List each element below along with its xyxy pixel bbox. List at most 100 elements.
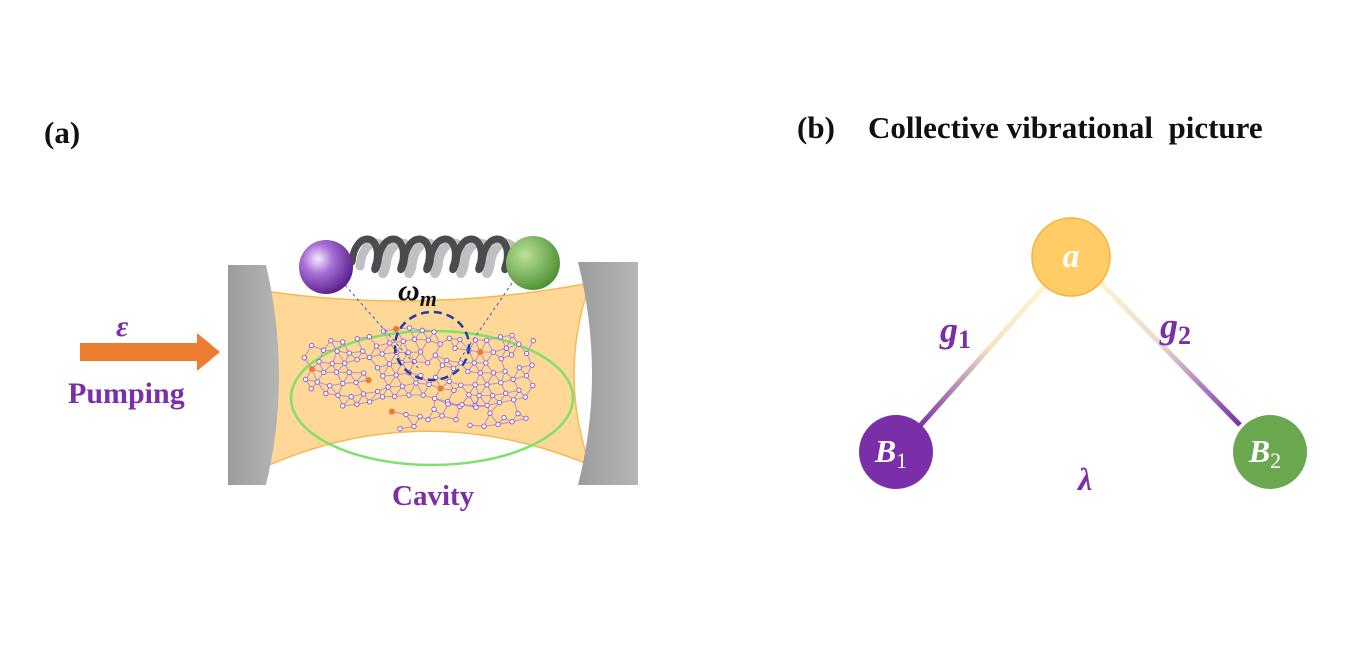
lattice-atom (340, 403, 346, 409)
lattice-atom (495, 421, 501, 428)
lattice-atom (481, 423, 487, 429)
lattice-atom (425, 337, 432, 343)
lattice-atom (446, 378, 452, 385)
edge-a-b1 (916, 278, 1052, 430)
lattice-atom (483, 360, 489, 366)
guide-line-right (457, 282, 513, 363)
node-a (1031, 217, 1111, 297)
mechanical-frequency-label: ωm (398, 274, 437, 311)
lattice-atom (379, 351, 385, 357)
lattice-atom (406, 325, 413, 331)
lattice-atom (340, 380, 346, 387)
lattice-atom (393, 372, 399, 378)
lattice-atom (472, 382, 478, 388)
lattice-atom (392, 325, 400, 333)
lattice-atom (354, 336, 360, 342)
lattice-atom (432, 352, 438, 358)
lattice-atom (445, 401, 451, 407)
right-mirror (578, 262, 638, 485)
lattice-atom (411, 423, 417, 430)
lattice-atom (489, 392, 496, 399)
lattice-atom (365, 377, 372, 384)
lattice-atom (490, 370, 497, 376)
coupling-g2-label: g2 (1159, 306, 1191, 350)
lattice-atom (411, 336, 418, 342)
node-b2 (1233, 415, 1307, 489)
lattice-atom (335, 392, 341, 398)
lattice-atom (316, 359, 322, 365)
lattice-atom (346, 350, 352, 356)
lattice-atom (457, 336, 463, 343)
lattice-atom (477, 370, 483, 376)
lattice-atom (439, 362, 446, 368)
lattice-atom (403, 411, 409, 418)
spring (348, 235, 521, 279)
mass-sphere-green (506, 236, 560, 290)
cavity-label: Cavity (392, 480, 475, 512)
lattice-atom (397, 426, 403, 432)
lattice-atom (380, 373, 386, 379)
mass-sphere-purple (299, 240, 353, 294)
lattice-atom (465, 368, 471, 375)
lattice-atom (367, 399, 373, 405)
lattice-atom (484, 382, 490, 388)
lattice-atom (320, 347, 327, 353)
lattice-atom (417, 349, 424, 355)
coupling-lambda-label: λ (1076, 461, 1092, 497)
lattice-atom (342, 360, 348, 366)
lattice-atom (354, 401, 360, 407)
lattice-atom (437, 341, 443, 347)
lattice-atom (446, 335, 452, 341)
node-b1-label: B1 (874, 433, 907, 473)
lattice-atom (328, 337, 334, 344)
lattice-atom (366, 354, 373, 361)
lattice-atom (405, 349, 411, 356)
lattice-atom (530, 338, 536, 344)
lattice-atom (303, 376, 309, 383)
lattice-atom (466, 392, 472, 398)
lattice-atom (473, 404, 479, 411)
lattice-atom (487, 410, 493, 416)
lattice-atom (490, 349, 496, 355)
lattice-atom (530, 382, 536, 389)
lattice-atom (496, 400, 503, 406)
lattice-atom (471, 360, 477, 366)
node-b1 (859, 415, 933, 489)
lattice-atom (386, 361, 393, 367)
lattice-atom (385, 384, 391, 390)
lattice-atom (522, 394, 528, 400)
lattice-atom (467, 422, 473, 428)
lattice-atom (327, 383, 333, 389)
lattice-atom (334, 348, 340, 354)
lattice-atom (419, 327, 425, 333)
lattice-atom (431, 406, 437, 412)
lattice-atom (392, 393, 398, 400)
lattice-atom (425, 416, 431, 423)
lattice-atom (321, 369, 327, 376)
lattice-atom (388, 408, 396, 415)
lattice-atom (379, 394, 386, 400)
guide-line-left (344, 284, 419, 369)
lattice-atom (523, 373, 530, 379)
lattice-atom (431, 329, 437, 335)
edge-a-b2 (1094, 276, 1242, 427)
lattice-atom (439, 413, 445, 419)
left-mirror (228, 265, 279, 485)
lattice-atom (373, 343, 380, 349)
lattice-atom (503, 345, 510, 351)
panel-a-label: (a) (44, 115, 81, 150)
lattice-atom (314, 379, 320, 385)
lattice-atom (360, 348, 366, 354)
lattice-atom (498, 380, 504, 386)
lattice-atom (308, 342, 315, 349)
lattice-atom (400, 338, 406, 344)
pump-arrow (80, 333, 220, 371)
lattice-atom (323, 390, 329, 397)
zoom-circle (393, 310, 471, 382)
node-b2-label: B2 (1248, 433, 1281, 473)
panel-b-label: (b) (797, 110, 835, 145)
lattice-atom (417, 414, 423, 420)
lattice-atom (348, 394, 354, 400)
lattice-atom (387, 340, 393, 346)
